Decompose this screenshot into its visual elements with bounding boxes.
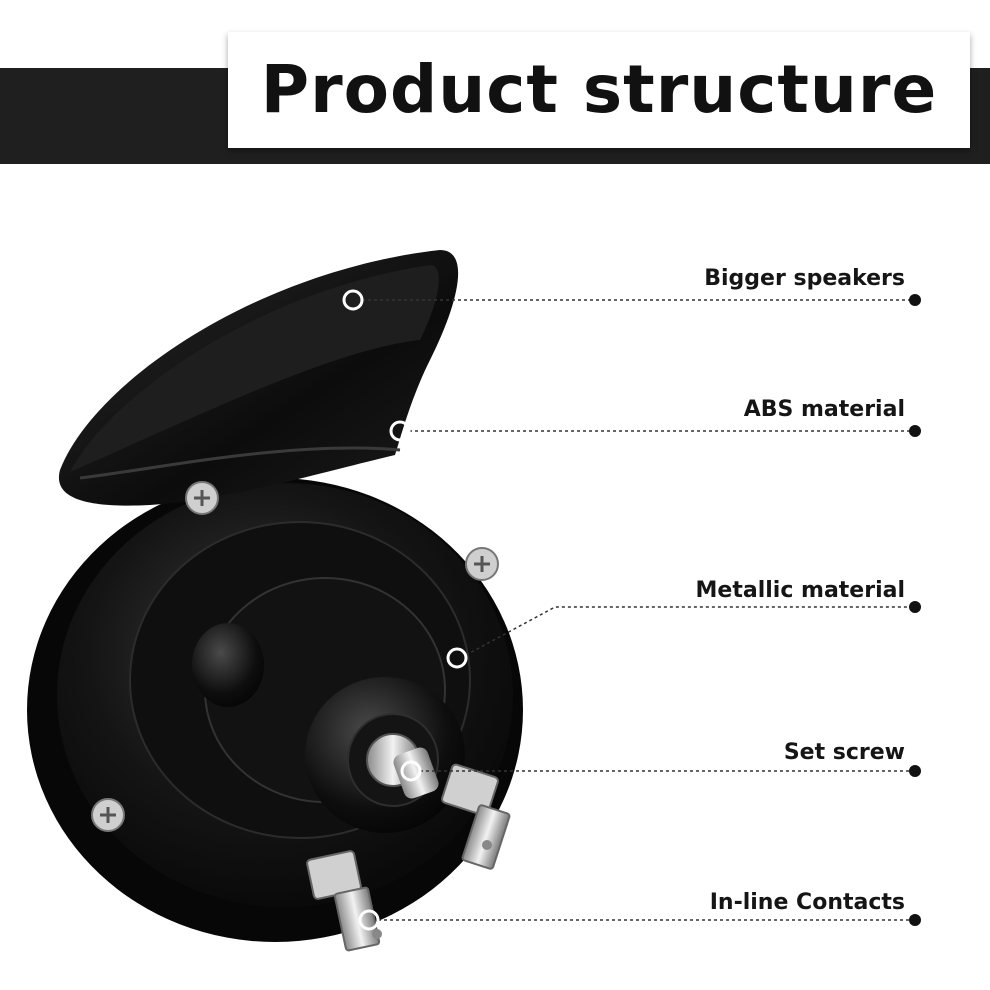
callout-line-in-line-contacts <box>358 909 921 931</box>
page-title: Product structure <box>260 51 938 128</box>
callout-label-in-line-contacts: In-line Contacts <box>709 890 905 915</box>
callout-label-set-screw: Set screw <box>783 740 905 765</box>
callout-lines <box>342 289 921 931</box>
callout-line-abs-material <box>389 420 921 442</box>
title-box: Product structure <box>228 32 970 148</box>
callout-label-abs-material: ABS material <box>743 397 905 422</box>
callout-line-metallic-material <box>446 601 921 669</box>
callout-label-metallic-material: Metallic material <box>695 578 905 603</box>
horn-bell <box>58 250 459 506</box>
in-line-contacts <box>306 763 511 952</box>
callout-line-bigger-speakers <box>342 289 921 311</box>
callout-label-bigger-speakers: Bigger speakers <box>704 266 905 291</box>
side-cap <box>192 623 264 707</box>
set-screw-shaft <box>366 733 439 799</box>
screw-heads <box>91 481 499 832</box>
callout-line-set-screw <box>400 760 921 782</box>
